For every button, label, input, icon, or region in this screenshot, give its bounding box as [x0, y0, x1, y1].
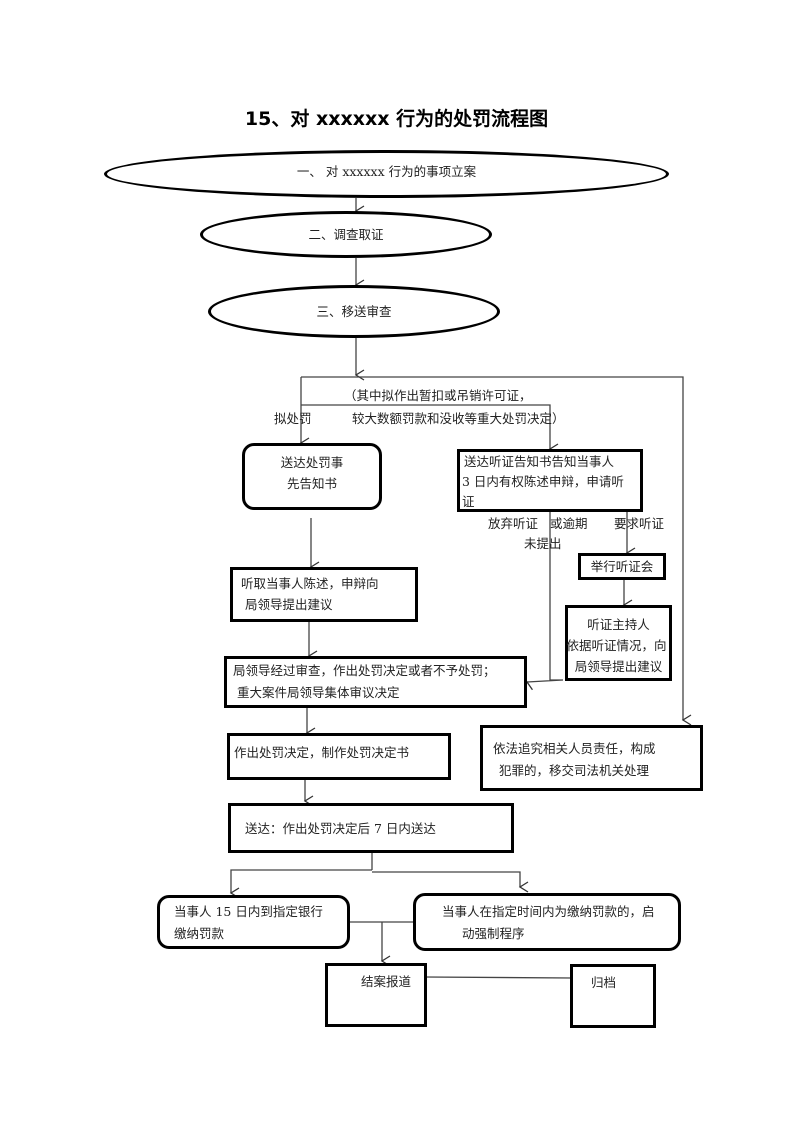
notice-penalty-line1: 送达处罚事	[280, 455, 344, 470]
notice-hearing-box: 送达听证告知书告知当事人 3 日内有权陈述申辩，申请听 证	[457, 449, 643, 512]
step2-label: 二、调查取证	[308, 227, 384, 242]
label-major-note-1: （其中拟作出暂扣或吊销许可证，	[344, 388, 532, 403]
listen-statement-box: 听取当事人陈述，申辩向 局领导提出建议	[230, 567, 418, 622]
enforce-line2: 动强制程序	[462, 926, 525, 941]
leader-review-line1: 局领导经过审查，作出处罚决定或者不予处罚；	[233, 663, 496, 678]
label-waive-hearing: 放弃听证	[488, 516, 539, 531]
page-title: 15、对 xxxxxx 行为的处罚流程图	[244, 108, 549, 130]
label-or-overdue: 或逾期	[550, 516, 588, 531]
label-propose-penalty: 拟处罚	[274, 411, 312, 426]
leader-review-line2: 重大案件局领导集体审议决定	[237, 685, 400, 700]
notice-hearing-line2: 3 日内有权陈述申辩，申请听	[462, 474, 624, 489]
hearing-host-line3: 局领导提出建议	[574, 659, 663, 674]
leader-review-box: 局领导经过审查，作出处罚决定或者不予处罚； 重大案件局领导集体审议决定	[224, 656, 527, 708]
hearing-host-line1: 听证主持人	[587, 617, 650, 632]
deliver-label: 送达：作出处罚决定后 7 日内送达	[245, 821, 436, 836]
deliver-box: 送达：作出处罚决定后 7 日内送达	[228, 803, 514, 853]
archive-label: 归档	[591, 975, 617, 990]
pay-fine-line2: 缴纳罚款	[174, 926, 225, 941]
legal-liability-line1: 依法追究相关人员责任，构成	[493, 741, 656, 756]
notice-penalty-box: 送达处罚事 先告知书	[242, 443, 382, 510]
link-close-archive	[424, 976, 573, 979]
arrow-to-pay-fine	[229, 869, 372, 899]
label-major-note-2: 较大数额罚款和没收等重大处罚决定）	[352, 411, 565, 426]
hearing-host-box: 听证主持人 依据听证情况，向 局领导提出建议	[565, 605, 672, 681]
arrow-to-notice-hearing	[301, 404, 559, 455]
pay-fine-line1: 当事人 15 日内到指定银行	[174, 904, 323, 919]
step3-label: 三、移送审查	[316, 304, 392, 319]
make-decision-label: 作出处罚决定，制作处罚决定书	[234, 745, 410, 760]
hold-hearing-box: 举行听证会	[578, 553, 666, 580]
legal-liability-line2: 犯罪的，移交司法机关处理	[499, 763, 650, 778]
split-line-top	[301, 376, 692, 726]
listen-statement-line2: 局领导提出建议	[245, 597, 333, 612]
arrow-to-enforce	[372, 871, 529, 893]
notice-penalty-line2: 先告知书	[286, 476, 337, 491]
notice-hearing-line1: 送达听证告知书告知当事人	[464, 454, 615, 469]
close-case-label: 结案报道	[361, 974, 412, 989]
label-not-submitted: 未提出	[524, 536, 562, 551]
close-case-box: 结案报道	[325, 963, 427, 1027]
listen-statement-line1: 听取当事人陈述，申辩向	[241, 576, 379, 591]
hearing-host-line2: 依据听证情况，向	[566, 638, 667, 653]
step1-label: 一、 对 xxxxxx 行为的事项立案	[296, 163, 477, 179]
enforce-box: 当事人在指定时间内为缴纳罚款的，启 动强制程序	[413, 893, 681, 951]
step1-filing: 一、 对 xxxxxx 行为的事项立案	[104, 150, 669, 198]
step3-review: 三、移送审查	[208, 285, 500, 338]
archive-box: 归档	[570, 964, 656, 1028]
enforce-line1: 当事人在指定时间内为缴纳罚款的，启	[442, 904, 655, 919]
step2-investigation: 二、调查取证	[200, 211, 492, 258]
hold-hearing-label: 举行听证会	[590, 559, 654, 574]
pay-fine-box: 当事人 15 日内到指定银行 缴纳罚款	[157, 895, 350, 949]
label-request-hearing: 要求听证	[614, 516, 665, 531]
legal-liability-box: 依法追究相关人员责任，构成 犯罪的，移交司法机关处理	[480, 725, 703, 791]
arrow-waive-to-review	[521, 512, 564, 691]
notice-hearing-line3: 证	[462, 494, 475, 509]
make-decision-box: 作出处罚决定，制作处罚决定书	[227, 733, 451, 780]
